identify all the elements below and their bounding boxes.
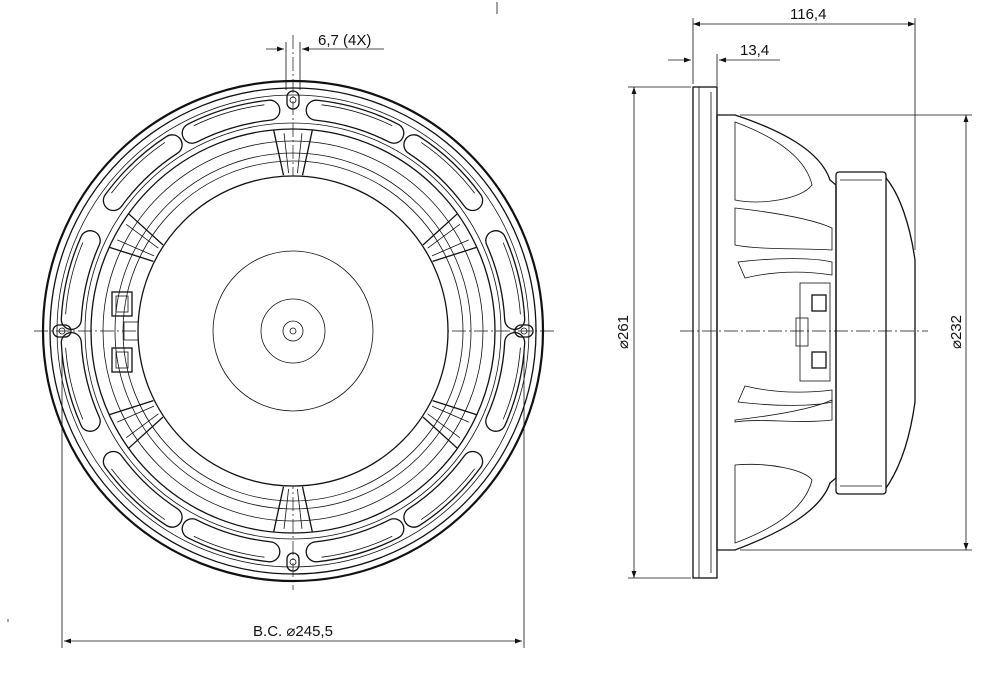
mounting-hole <box>286 552 300 572</box>
frame-slots <box>60 99 526 563</box>
spoke-edge <box>301 129 313 176</box>
side-terminals <box>795 282 831 382</box>
side-rib-4 <box>737 385 833 406</box>
magnet-outer-circle <box>137 175 449 487</box>
spoke-edge <box>301 486 313 533</box>
spoke-edge <box>273 486 285 533</box>
outer-diameter-label: ⌀261 <box>615 315 632 349</box>
frame-slot <box>485 331 526 432</box>
side-rib-6 <box>734 464 813 544</box>
spoke-edge <box>128 213 164 246</box>
side-flange <box>692 86 718 579</box>
basket-ring-2 <box>114 152 472 510</box>
frame-ring-5 <box>90 128 496 534</box>
frame-ring-4 <box>84 122 502 540</box>
frame-slot <box>60 331 101 432</box>
spoke-edge <box>108 399 154 416</box>
frame-ring-3 <box>56 94 530 568</box>
basket-ring-1 <box>102 140 484 522</box>
total-depth-label: 116,4 <box>790 6 826 23</box>
terminal-upper <box>111 291 133 317</box>
hole-dimension-label: 6,7 (4X) <box>318 32 371 49</box>
frame-slot <box>181 99 281 144</box>
side-rib-2 <box>734 207 833 251</box>
side-view: 116,4 13,4 ⌀261 ⌀232 <box>615 6 972 579</box>
outer-diameter-dimension: ⌀261 <box>615 86 691 579</box>
mounting-hole <box>52 324 72 338</box>
spoke-edge <box>432 399 478 416</box>
hole-dimension: 6,7 (4X) <box>266 32 384 90</box>
frame-slot <box>102 134 183 212</box>
side-rib-1 <box>734 121 813 203</box>
mounting-holes <box>52 90 534 572</box>
terminals-front <box>111 291 141 373</box>
frame-slot <box>403 134 484 212</box>
frame-ring-2 <box>49 87 537 575</box>
frame-slot <box>102 450 183 528</box>
spoke-edge <box>422 416 458 449</box>
spoke-edge <box>108 246 154 263</box>
frame-slot <box>60 230 101 331</box>
side-rib-5 <box>734 399 833 423</box>
basket-diameter-dimension: ⌀232 <box>740 114 972 551</box>
total-depth-dimension: 116,4 <box>692 6 916 250</box>
side-magnet <box>835 171 887 495</box>
mounting-hole <box>286 90 300 110</box>
bolt-circle-dimension: B.C. ⌀245,5 <box>61 352 525 648</box>
vent-center-dot <box>289 327 297 335</box>
spoke-edge <box>128 416 164 449</box>
vent-inner-circle <box>282 320 304 342</box>
flange-thickness-dimension: 13,4 <box>668 42 780 86</box>
mounting-hole <box>514 324 534 338</box>
frame-slot <box>305 99 405 144</box>
spoke-edge <box>432 246 478 263</box>
frame-slot <box>485 230 526 331</box>
flange-thickness-label: 13,4 <box>740 42 769 59</box>
basket-diameter-label: ⌀232 <box>948 315 965 349</box>
frame-outer-ring <box>41 79 545 583</box>
frame-slot <box>305 518 405 563</box>
bolt-circle-label: B.C. ⌀245,5 <box>253 623 333 640</box>
pole-piece-circle <box>212 250 374 412</box>
frame-slot <box>181 518 281 563</box>
side-rib-3 <box>737 258 833 279</box>
frame-slot <box>403 450 484 528</box>
side-magnet-cap <box>885 177 916 489</box>
spoke-edge <box>422 213 458 246</box>
spoke-edge <box>273 129 285 176</box>
front-view: 6,7 (4X) B.C. ⌀245,5 <box>34 32 555 648</box>
basket-ring-3 <box>122 160 464 502</box>
terminal-lower <box>111 347 133 373</box>
vent-outer-circle <box>260 298 326 364</box>
